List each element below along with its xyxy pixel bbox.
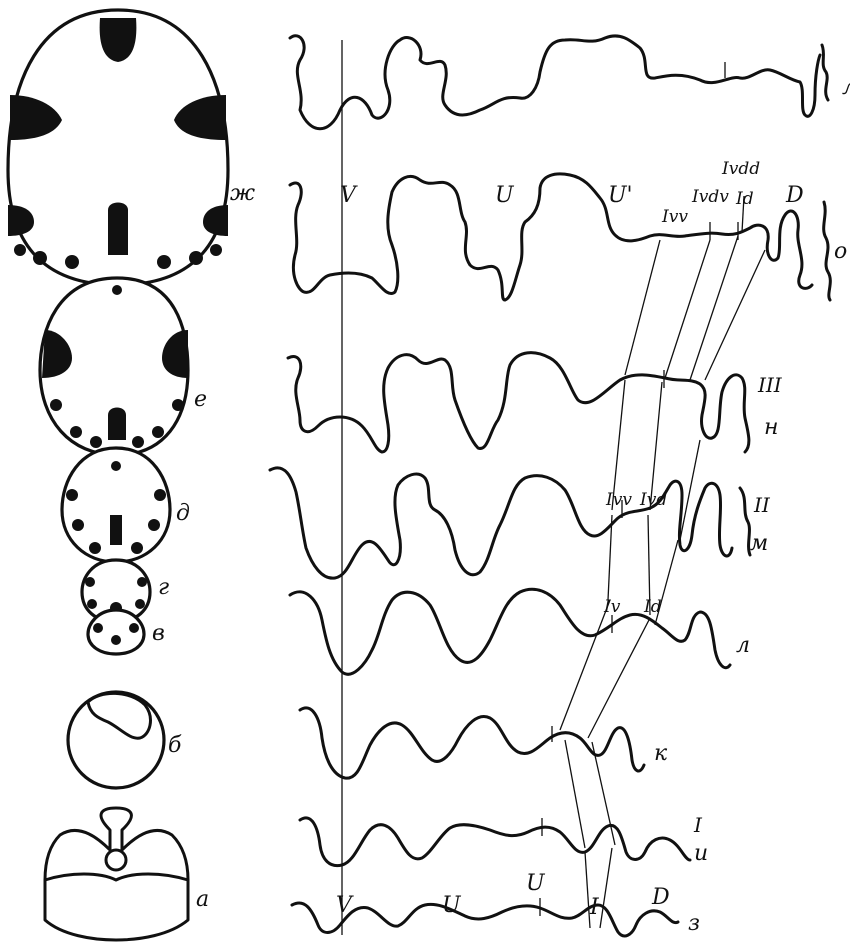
lobe-V-bottom: V xyxy=(336,893,354,918)
label-row-i: и xyxy=(694,841,708,866)
label-a: а xyxy=(196,887,209,912)
lobe-U-top: U xyxy=(495,183,515,208)
label-d: д xyxy=(176,501,190,526)
cross-section-e xyxy=(40,278,188,455)
cross-section-d xyxy=(62,448,170,562)
lobe-D-top: D xyxy=(785,183,804,208)
lobe-V-top: V xyxy=(340,183,358,208)
lobe-U-bottom: U xyxy=(442,893,462,918)
label-row-m: м xyxy=(750,531,768,556)
lobe-U-bottom2: U xyxy=(526,871,546,896)
suture-i xyxy=(300,818,690,866)
label-roman-III: III xyxy=(757,373,783,397)
suture-n xyxy=(288,353,749,452)
label-zh: ж xyxy=(230,181,255,206)
label-roman-I: I xyxy=(693,813,703,837)
label-v: в xyxy=(152,621,165,646)
lobe-U-prime: U' xyxy=(608,183,633,208)
suture-l xyxy=(290,589,730,674)
correlation-lines xyxy=(560,196,765,928)
label-row-z: з xyxy=(688,911,700,936)
label-row-l-top: л xyxy=(842,75,850,100)
cross-section-a xyxy=(45,808,188,940)
label-row-n: н xyxy=(764,415,779,440)
lobe-Id-low: Id xyxy=(643,597,662,617)
lobe-D-bottom: D xyxy=(651,885,670,910)
label-row-k: к xyxy=(654,741,668,766)
lobe-Ivdd: Ivdd xyxy=(721,159,760,179)
label-row-o: о xyxy=(834,239,847,264)
lobe-Ivv: Ivv xyxy=(661,207,688,227)
lobe-Iv-low: Iv xyxy=(603,597,621,617)
cross-section-v xyxy=(88,610,144,654)
lobe-Ivd-mid: Ivd xyxy=(639,490,667,510)
label-b: б xyxy=(168,733,182,758)
label-row-l: л xyxy=(736,633,750,658)
cross-section-b xyxy=(68,692,164,788)
label-e: е xyxy=(194,387,207,412)
lobe-I-bottom: I xyxy=(589,895,600,920)
label-roman-II: II xyxy=(753,493,771,517)
lobe-Id-top: Id xyxy=(735,189,754,209)
lobe-Ivdv: Ivdv xyxy=(691,187,729,207)
label-g: г xyxy=(158,575,169,600)
suture-l-top xyxy=(290,36,828,129)
lobe-Ivv-mid: Ivv xyxy=(605,490,632,510)
cross-section-zh xyxy=(8,10,228,285)
